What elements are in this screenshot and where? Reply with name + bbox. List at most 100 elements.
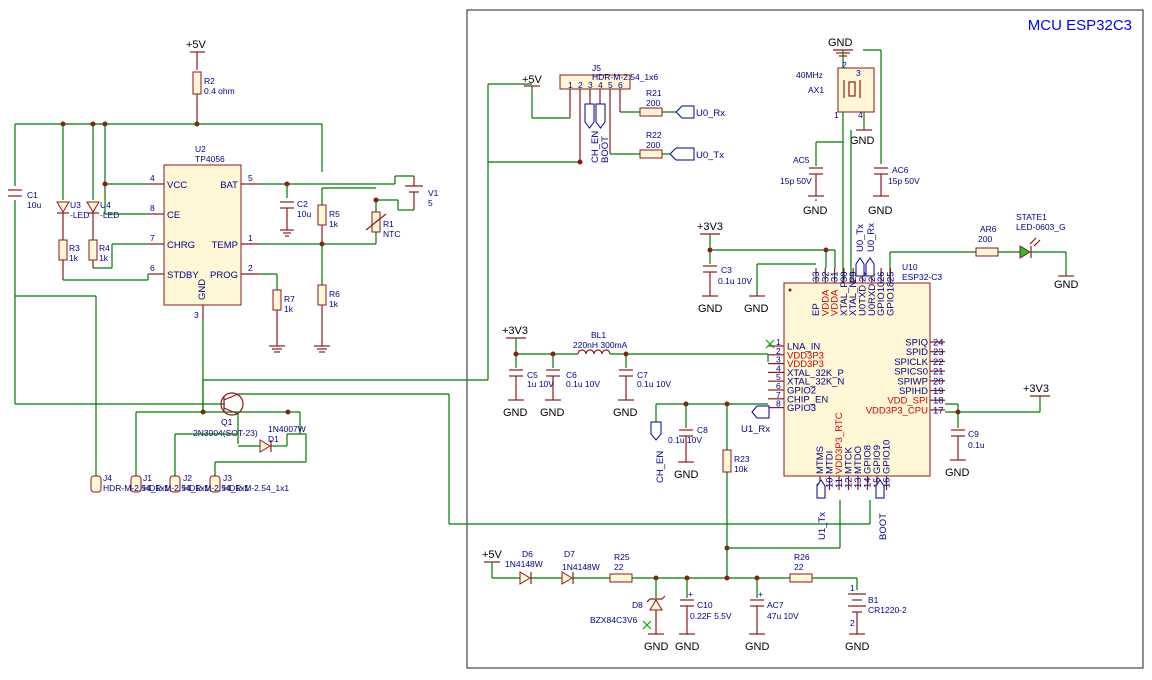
ax1-ref: AX1 [808,85,824,95]
c6-capacitor [545,369,561,401]
c6-gnd: GND [540,407,565,419]
u10-top-pin: VDDA [820,289,831,316]
cpu-3v3-label: +3V3 [1023,383,1049,395]
c7-gnd: GND [613,407,638,419]
r6-resistor [317,284,327,306]
u10-pin-num: 11 [834,478,845,488]
u10-bottom-pin: VDD3P3_RTC [834,412,845,474]
u10-left-pin: CHIP_EN [787,394,828,405]
j5-ref: J5 [592,63,601,73]
c10-gnd: GND [675,641,700,653]
ac6-gnd: GND [868,205,893,217]
u2-pin-gnd: GND [197,279,208,300]
r25-ref: R25 [614,552,630,562]
j5-pin-numbers: 1 2 3 4 5 6 [568,80,623,90]
c1-value: 10u [27,200,41,210]
u4-value: -LED [100,210,119,220]
u10-pin-num: 5 [776,372,781,382]
u0-tx-flag [669,147,695,161]
xtal-bottom-gnd: GND [850,135,875,147]
u10-top-pins: 33EP32VDDA31VDDA30XTAL_P29XTAL_N28U0TXD2… [811,268,896,316]
r7-value: 1k [284,304,294,314]
r23-value: 10k [734,464,748,474]
j1-ref: J1 [143,473,152,483]
u10-bottom-pin: GPIO8 [863,445,874,474]
u10-pin-num: 29 [848,271,859,282]
j5-section: +5V J5 HDR-M-2.54_1x6 1 2 3 4 5 6 CH_EN … [488,63,725,165]
u10-right-pin: SPIWP [897,376,928,387]
c9-ref: C9 [968,429,979,439]
c2-value: 10u [297,209,311,219]
u2-pin-vcc: VCC [167,180,187,191]
j5-boot-label: BOOT [600,136,611,163]
u10-right-pin: SPICS0 [894,367,928,378]
boot-bottom-label: BOOT [878,513,889,540]
power-5v-label: +5V [186,39,207,51]
svg-text:2: 2 [578,80,583,90]
u10-pin-num: 19 [933,386,944,397]
j3-value: HDR-M-2.54_1x1 [223,483,289,493]
r5-value: 1k [329,219,339,229]
r25-value: 22 [614,562,624,572]
u10-pin-num: 28 [858,271,869,282]
r7-resistor [272,289,282,311]
u10-right-pin: SPID [906,347,928,358]
svg-text:5: 5 [248,173,253,183]
r21-ref: R21 [646,88,662,98]
r26-resistor [789,573,813,583]
u2-pin-stdby: STDBY [167,270,199,281]
d7-ref: D7 [564,549,575,559]
u10-ic-body [783,282,931,477]
ar6-resistor [975,247,999,257]
state1-value: LED-0603_G [1016,222,1066,232]
u10-right-pin: VDD_SPI [887,396,928,407]
backup-power-section: +5V D6 1N4148W D7 1N4148W R25 22 D8 BZX8… [482,549,907,653]
v1-ref: V1 [428,188,439,198]
j4-header [90,475,102,493]
u10-ref: U10 [902,262,918,272]
svg-text:3: 3 [856,68,861,78]
d7-diode-icon [561,571,573,585]
bl1-value: 220nH 300mA [573,340,628,350]
r5-ref: R5 [329,209,340,219]
d6-ref: D6 [522,549,533,559]
d8-gnd: GND [644,641,669,653]
svg-text:6: 6 [618,80,623,90]
d7-value: 1N4148W [562,562,600,572]
c3-3v3-label: +3V3 [697,221,723,233]
d8-ref: D8 [632,600,643,610]
u3-led-icon [56,201,70,213]
c1-ref: C1 [27,190,38,200]
r26-ref: R26 [794,552,810,562]
ax1-value: 40MHz [796,70,823,80]
u0tx-top-flag [855,257,865,277]
j5-header [559,74,631,90]
j5-ch-en-label: CH_EN [590,131,601,163]
u0-tx-label: U0_Tx [696,150,724,161]
u10-pin-num: 20 [933,376,944,387]
q1-transistor [220,392,244,416]
bl1-ref: BL1 [591,330,606,340]
r26-value: 22 [794,562,804,572]
u10-pin-num: 33 [811,271,822,282]
u10-pin-num: 2 [776,346,781,356]
u10-pin-num: 8 [776,399,781,409]
c5-capacitor [508,369,524,401]
svg-text:1: 1 [568,80,573,90]
u3-ref: U3 [70,200,81,210]
u2-pin-temp: TEMP [212,240,238,251]
u10-bottom-pin: GPIO10 [882,440,893,474]
ac7-value: 47u 10V [767,611,799,621]
r1-value: NTC [383,229,400,239]
svg-text:+: + [758,589,763,599]
c6-value: 0.1u 10V [566,379,600,389]
u10-right-pin: SPIQ [905,338,928,349]
xtal-top-gnd: GND [828,37,853,49]
u10-pin-num: 16 [882,477,893,488]
state1-ref: STATE1 [1016,212,1047,222]
j1-value: HDR-M-2.54_1x1 [143,483,209,493]
u10-bottom-pin: MTDI [825,451,836,474]
j2-header [169,475,181,493]
u10-pin-num: 14 [863,477,874,488]
r21-resistor [639,107,663,117]
